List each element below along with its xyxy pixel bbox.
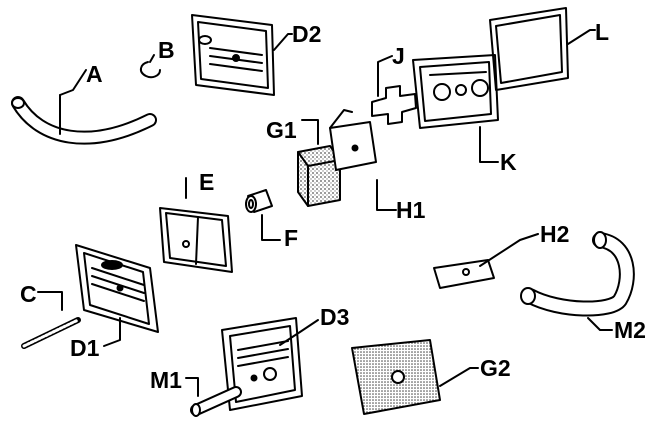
label-f: F: [284, 225, 298, 251]
part-e-gasket: [159, 177, 233, 273]
part-g1-filter: [297, 119, 341, 207]
label-c: C: [20, 281, 37, 307]
label-k: K: [500, 149, 517, 175]
label-m2: M2: [614, 317, 646, 343]
label-h1: H1: [396, 197, 426, 223]
part-l-gasket: [489, 7, 596, 91]
label-a: A: [86, 61, 103, 87]
label-g1: G1: [266, 117, 297, 143]
part-g2-filter: [351, 339, 479, 415]
part-c-stud: [21, 291, 81, 349]
part-a-hose: [11, 69, 157, 145]
part-d1-plate: [75, 244, 159, 347]
part-h2-gasket: [433, 233, 539, 289]
part-f-bushing: [245, 189, 281, 241]
label-e: E: [199, 169, 214, 195]
part-d2-plate: [191, 14, 293, 96]
part-j-gasket: [371, 55, 417, 125]
label-l: L: [595, 19, 609, 45]
part-k-plate: [412, 54, 499, 163]
part-b-clip: [140, 54, 161, 79]
label-d1: D1: [70, 335, 100, 361]
label-h2: H2: [540, 221, 569, 247]
part-h1-gasket: [329, 109, 397, 211]
label-j: J: [392, 43, 405, 69]
label-m1: M1: [150, 367, 182, 393]
part-d3-plate: [221, 317, 319, 411]
part-m1-fitting: [185, 377, 242, 417]
label-b: B: [158, 37, 175, 63]
part-m2-tube: [520, 231, 635, 331]
label-d3: D3: [320, 304, 349, 330]
label-g2: G2: [480, 355, 511, 381]
label-d2: D2: [292, 21, 321, 47]
